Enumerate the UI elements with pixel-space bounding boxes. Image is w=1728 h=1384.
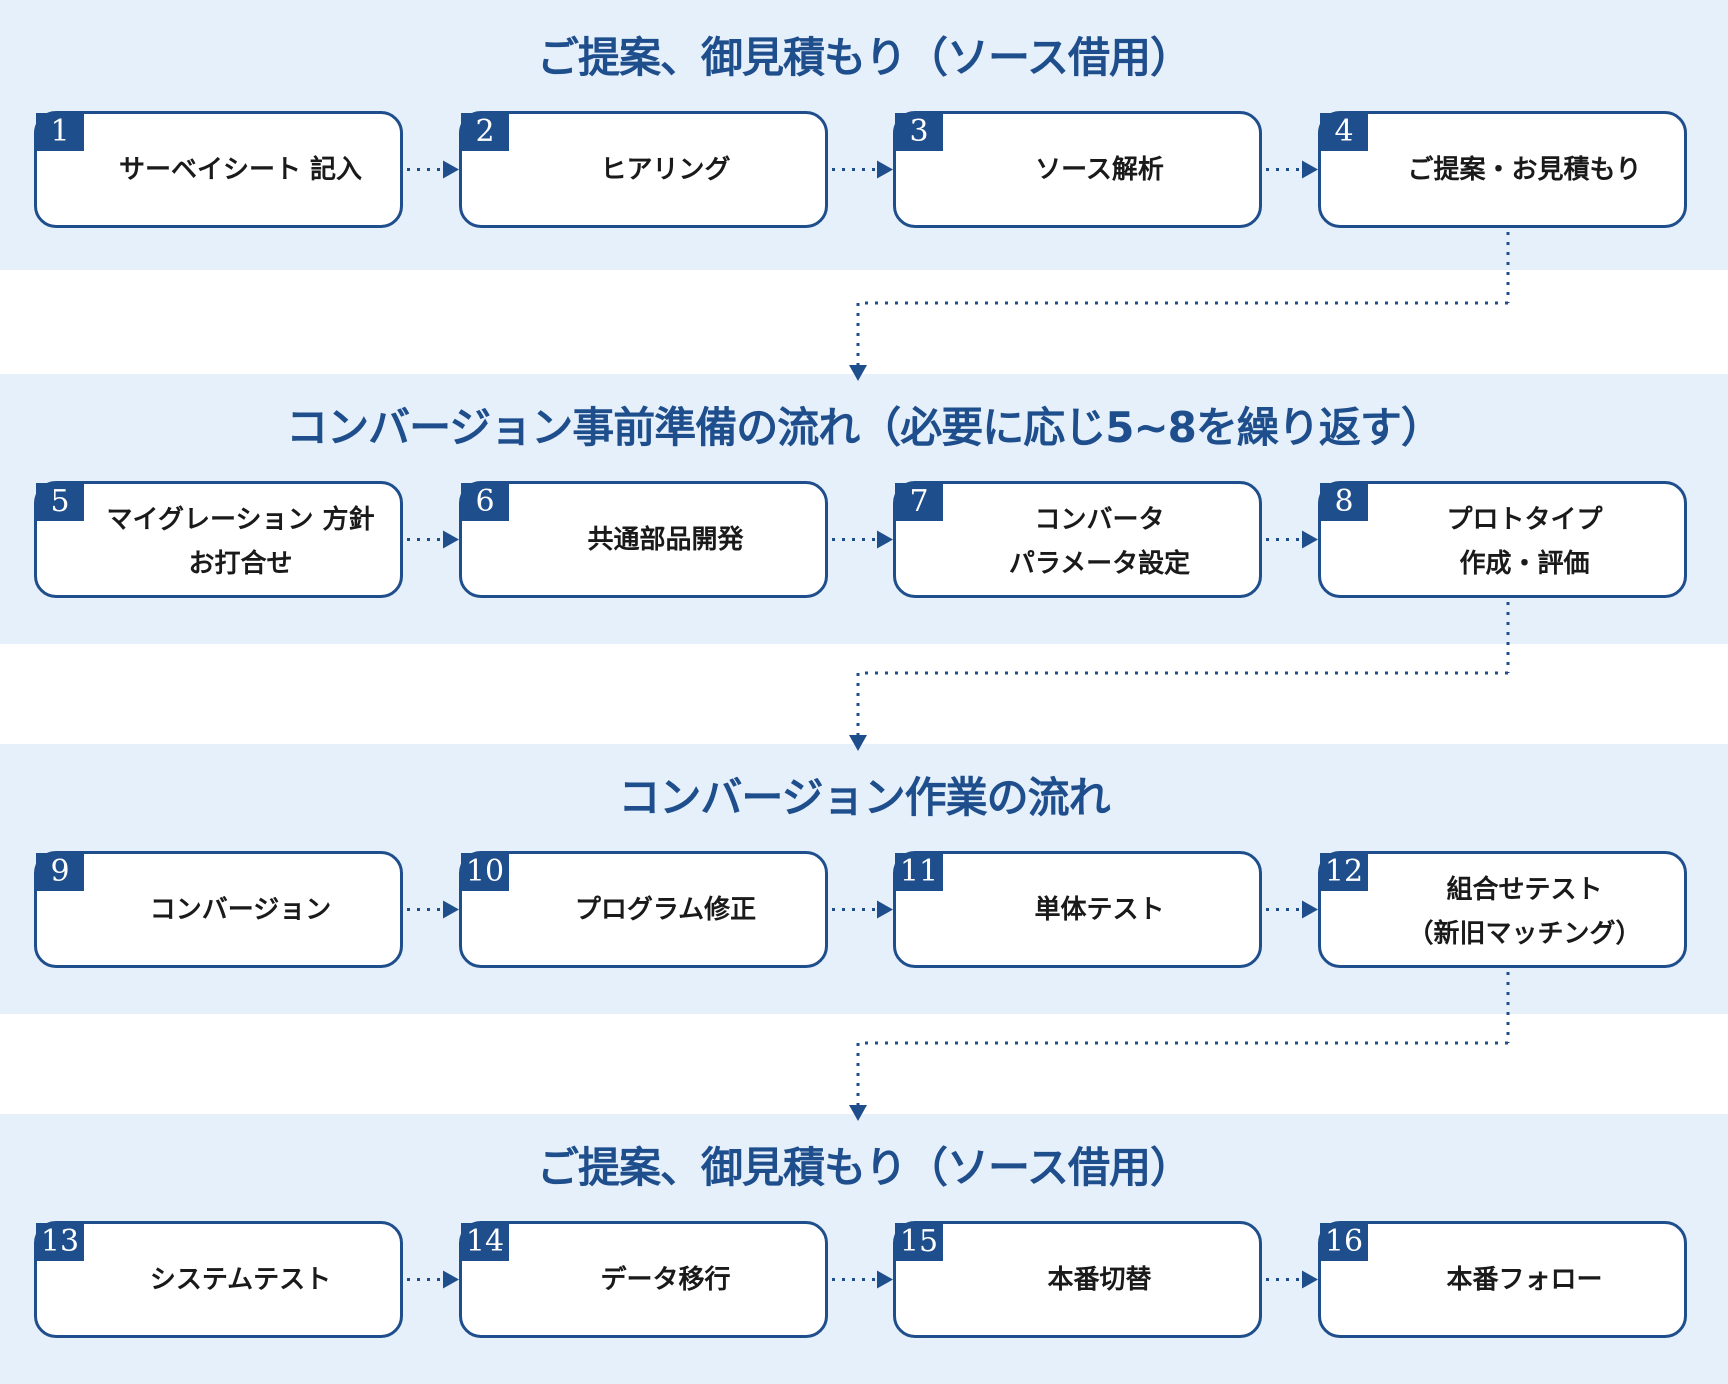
step-8: 8 プロトタイプ 作成・評価 (1318, 481, 1687, 598)
section-title-1: ご提案、御見積もり（ソース借用） (537, 33, 1192, 82)
arrow-head-icon (877, 1270, 893, 1289)
step-label-line: コンバータ (1034, 504, 1165, 535)
step-9: 9 コンバージョン (34, 851, 403, 968)
step-number-badge: 3 (895, 113, 943, 151)
step-number-badge: 6 (461, 483, 509, 521)
step-label: 本番切替 (948, 1224, 1251, 1335)
step-label: 共通部品開発 (514, 484, 817, 595)
section-title-2: コンバージョン事前準備の流れ（必要に応じ5~8を繰り返す） (286, 403, 1443, 452)
step-number-badge: 10 (461, 853, 509, 891)
arrow-head-icon (1302, 1270, 1318, 1289)
step-label: プログラム修正 (514, 854, 817, 965)
step-2: 2 ヒアリング (459, 111, 828, 228)
step-label: サーベイシート 記入 (89, 114, 392, 225)
step-number-badge: 9 (36, 853, 84, 891)
step-label: データ移行 (514, 1224, 817, 1335)
step-label-line: サーベイシート 記入 (118, 154, 363, 185)
step-14: 14 データ移行 (459, 1221, 828, 1338)
section-title-4: ご提案、御見積もり（ソース借用） (537, 1143, 1192, 1192)
step-7: 7 コンバータ パラメータ設定 (893, 481, 1262, 598)
step-1: 1 サーベイシート 記入 (34, 111, 403, 228)
step-label: コンバージョン (89, 854, 392, 965)
arrow-head-icon (443, 160, 459, 179)
step-label-line: マイグレーション 方針 (106, 504, 375, 535)
step-number-badge: 14 (461, 1223, 509, 1261)
step-number-badge: 2 (461, 113, 509, 151)
step-16: 16 本番フォロー (1318, 1221, 1687, 1338)
arrow-head-icon (1302, 530, 1318, 549)
arrow-head-icon (877, 160, 893, 179)
step-15: 15 本番切替 (893, 1221, 1262, 1338)
step-label-line: 組合せテスト (1446, 874, 1603, 905)
arrow-head-icon (443, 900, 459, 919)
arrow-head-icon (849, 1105, 867, 1121)
arrow-head-icon (849, 735, 867, 751)
step-label: ソース解析 (948, 114, 1251, 225)
step-number-badge: 5 (36, 483, 84, 521)
step-number-badge: 1 (36, 113, 84, 151)
step-label: ご提案・お見積もり (1373, 114, 1676, 225)
step-label-line: プログラム修正 (574, 894, 757, 925)
step-label-line: ヒアリング (600, 154, 731, 185)
step-number-badge: 16 (1320, 1223, 1368, 1261)
step-label: ヒアリング (514, 114, 817, 225)
step-number-badge: 8 (1320, 483, 1368, 521)
step-label: 単体テスト (948, 854, 1251, 965)
step-label-line: 作成・評価 (1459, 548, 1590, 579)
step-label-line: ソース解析 (1035, 154, 1164, 185)
step-label-line: 共通部品開発 (587, 524, 744, 555)
arrow-head-icon (849, 365, 867, 381)
step-label-line: ご提案・お見積もり (1407, 154, 1642, 185)
arrow-head-icon (877, 530, 893, 549)
step-label-line: プロトタイプ (1446, 504, 1603, 535)
arrow-head-icon (1302, 900, 1318, 919)
step-label: マイグレーション 方針 お打合せ (89, 484, 392, 595)
step-label-line: （新旧マッチング） (1407, 918, 1642, 949)
step-number-badge: 13 (36, 1223, 84, 1261)
step-label-line: 単体テスト (1034, 894, 1165, 925)
step-label: 本番フォロー (1373, 1224, 1676, 1335)
step-number-badge: 4 (1320, 113, 1368, 151)
step-label: 組合せテスト （新旧マッチング） (1373, 854, 1676, 965)
step-number-badge: 15 (895, 1223, 943, 1261)
step-label-line: データ移行 (600, 1264, 731, 1295)
step-label-line: コンバージョン (149, 894, 332, 925)
step-6: 6 共通部品開発 (459, 481, 828, 598)
arrow-head-icon (443, 1270, 459, 1289)
step-label-line: 本番フォロー (1446, 1264, 1603, 1295)
step-12: 12 組合せテスト （新旧マッチング） (1318, 851, 1687, 968)
arrow-head-icon (877, 900, 893, 919)
step-11: 11 単体テスト (893, 851, 1262, 968)
step-label: プロトタイプ 作成・評価 (1373, 484, 1676, 595)
step-3: 3 ソース解析 (893, 111, 1262, 228)
step-number-badge: 7 (895, 483, 943, 521)
step-10: 10 プログラム修正 (459, 851, 828, 968)
step-number-badge: 11 (895, 853, 943, 891)
arrow-head-icon (1302, 160, 1318, 179)
section-title-3: コンバージョン作業の流れ (618, 773, 1110, 822)
step-label-line: 本番切替 (1047, 1264, 1152, 1295)
step-label-line: システムテスト (149, 1264, 332, 1295)
step-number-badge: 12 (1320, 853, 1368, 891)
step-label: コンバータ パラメータ設定 (948, 484, 1251, 595)
step-13: 13 システムテスト (34, 1221, 403, 1338)
step-label-line: パラメータ設定 (1008, 548, 1191, 579)
step-label: システムテスト (89, 1224, 392, 1335)
step-5: 5 マイグレーション 方針 お打合せ (34, 481, 403, 598)
step-label-line: お打合せ (188, 548, 293, 579)
arrow-head-icon (443, 530, 459, 549)
step-4: 4 ご提案・お見積もり (1318, 111, 1687, 228)
